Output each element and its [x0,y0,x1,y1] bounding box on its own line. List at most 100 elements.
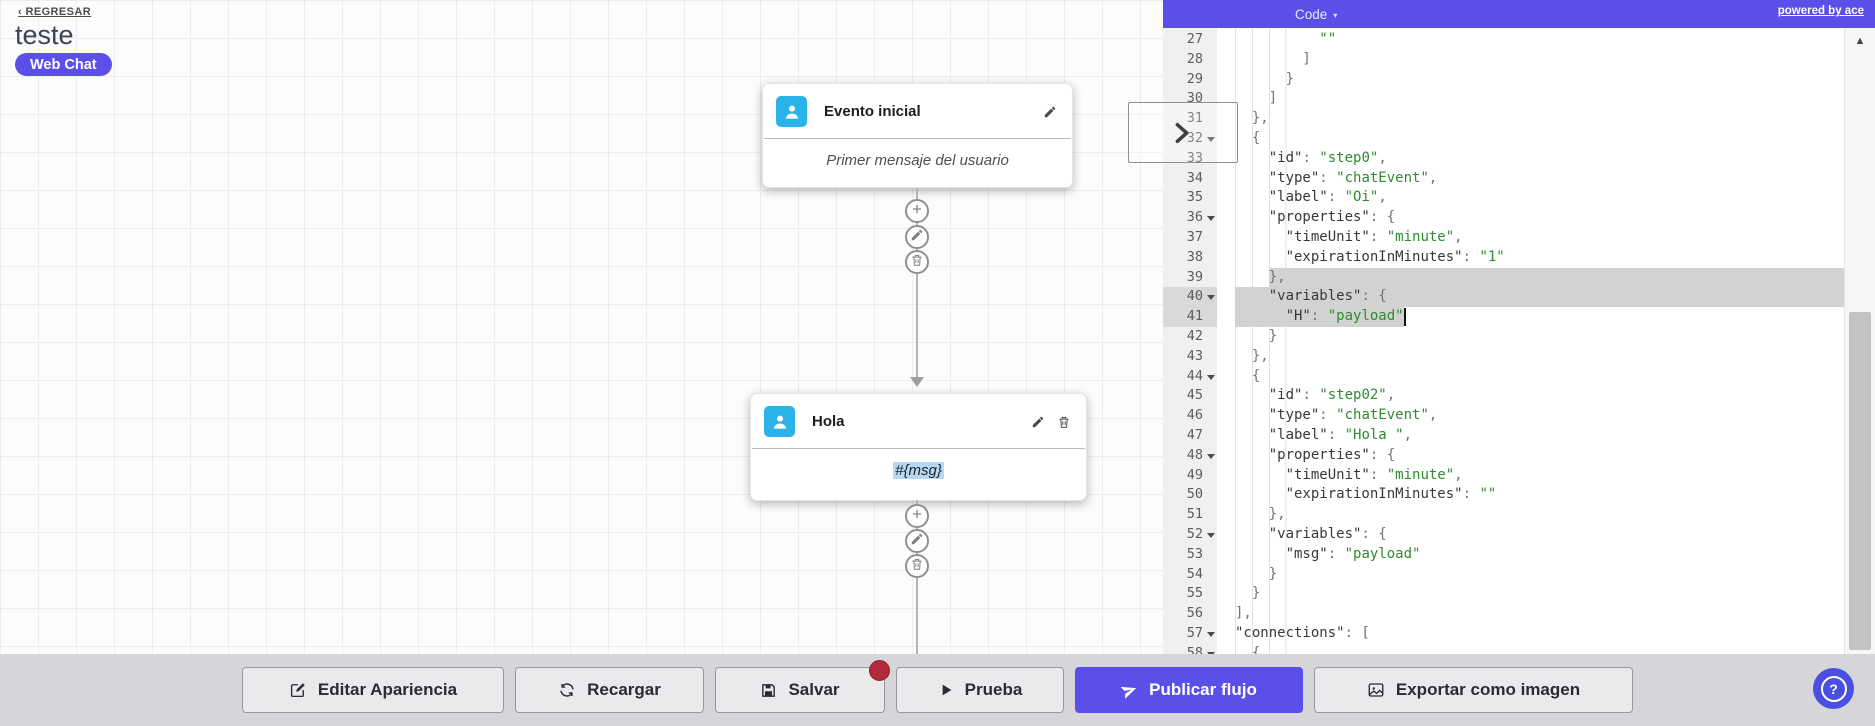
flow-node-hola[interactable]: Hola #{msg} [750,393,1087,501]
add-step-button[interactable] [905,199,929,223]
fold-caret-icon[interactable] [1207,216,1215,222]
scroll-up-icon[interactable]: ▲ [1854,35,1866,47]
code-cell[interactable]: "type": "chatEvent", [1268,169,1438,186]
gutter-cell[interactable]: 52 [1163,524,1217,545]
toolbar-button-salvar[interactable]: Salvar [715,660,890,713]
code-line-46: 46 "type": "chatEvent", [1163,406,1845,426]
code-cell[interactable]: }, [1235,347,1269,364]
delete-connection-button[interactable] [905,250,929,274]
editor-header: Code ▾ powered by ace [1163,0,1875,28]
gutter-cell[interactable]: 36 [1163,208,1217,228]
toolbar-button-exportar-como-imagen[interactable]: Exportar como imagen [1314,667,1633,713]
code-cell[interactable]: "id": "step02", [1268,387,1396,404]
toolbar-button-editar-apariencia[interactable]: Editar Apariencia [242,667,504,713]
flow-canvas[interactable]: ‹ REGRESAR teste Web Chat Evento inicial… [0,0,1163,654]
code-cell[interactable]: "connections": [ [1235,624,1370,641]
gutter-cell: 38 [1163,247,1217,268]
code-cell[interactable]: } [1235,327,1278,344]
edit-node-button[interactable] [1031,415,1045,429]
code-cell[interactable]: "variables": { [1268,525,1387,542]
code-cell[interactable]: ] [1235,90,1278,107]
gutter-cell[interactable]: 58 [1163,643,1217,654]
fold-caret-icon[interactable] [1207,631,1215,637]
node-title: Hola [812,413,845,430]
indent-guides [1235,28,1287,654]
code-cell[interactable]: "type": "chatEvent", [1268,407,1438,424]
gutter-cell[interactable]: 48 [1163,445,1217,466]
code-line-31: 31 }, [1163,109,1845,129]
code-cell[interactable]: ], [1235,605,1252,622]
gutter-cell[interactable]: 32 [1163,128,1217,149]
line-number: 57 [1186,624,1203,641]
plus-icon [910,507,924,526]
toolbar-button-publicar-flujo[interactable]: Publicar flujo [1075,667,1303,713]
edit-node-button[interactable] [1043,105,1057,119]
toolbar-button-recargar[interactable]: Recargar [515,667,704,713]
code-line-28: 28 ] [1163,49,1845,70]
code-cell[interactable]: "id": "step0", [1268,149,1387,166]
code-cell[interactable]: { [1235,644,1261,654]
code-cell[interactable]: } [1235,70,1295,87]
connector-arrowhead [910,377,924,387]
user-icon [764,406,795,437]
line-number: 35 [1186,189,1203,206]
code-cell[interactable]: "expirationInMinutes": "1" [1285,248,1505,265]
code-cell[interactable]: }, [1235,506,1286,523]
editor-scrollbar[interactable]: ▲ [1844,28,1875,654]
editor-rows[interactable]: 27 ""28 ]29 }30 ]31 },32 {33 "id": "step… [1163,30,1845,654]
back-link[interactable]: ‹ REGRESAR [18,6,92,18]
code-line-37: 37 "timeUnit": "minute", [1163,227,1845,248]
selection-highlight [1268,267,1845,288]
code-cell[interactable]: "msg": "payload" [1285,545,1421,562]
gutter-cell[interactable]: 44 [1163,366,1217,387]
line-number: 43 [1186,347,1203,364]
code-cell[interactable]: "properties": { [1268,446,1396,463]
line-number: 38 [1186,248,1203,265]
add-step-button[interactable] [905,504,929,528]
fold-caret-icon[interactable] [1207,532,1215,538]
fold-caret-icon[interactable] [1207,651,1215,654]
help-button[interactable]: ? [1813,668,1854,709]
gutter-cell: 43 [1163,346,1217,367]
code-cell[interactable]: "label": "Oi", [1268,189,1387,206]
toolbar-button-prueba[interactable]: Prueba [896,667,1064,713]
edit-connection-button[interactable] [905,529,929,553]
gutter-cell[interactable]: 57 [1163,623,1217,644]
code-cell[interactable]: ] [1235,50,1311,67]
code-cell[interactable]: "timeUnit": "minute", [1285,228,1463,245]
line-number: 33 [1186,149,1203,166]
code-line-40: 40 "variables": { [1163,287,1845,308]
code-cell[interactable]: }, [1235,110,1269,127]
flow-node-evento-inicial[interactable]: Evento inicial Primer mensaje del usuari… [762,83,1073,188]
fold-caret-icon[interactable] [1207,136,1215,142]
toolbar-button-label: Salvar [788,680,840,699]
code-cell[interactable]: { [1235,367,1261,384]
code-cell[interactable]: "expirationInMinutes": "" [1285,486,1497,503]
code-cell[interactable]: "label": "Hola ", [1268,426,1413,443]
fold-caret-icon[interactable] [1207,374,1215,380]
code-cell[interactable]: { [1235,129,1261,146]
delete-node-button[interactable] [1057,415,1071,429]
code-cell[interactable]: "H": "payload" [1217,307,1845,327]
delete-connection-button[interactable] [905,554,929,578]
code-mode-dropdown[interactable]: Code ▾ [1295,0,1337,28]
code-cell[interactable]: "timeUnit": "minute", [1285,466,1463,483]
code-cell[interactable]: } [1235,585,1261,602]
connector-line [916,188,918,380]
line-number: 48 [1186,446,1203,463]
code-line-32: 32 { [1163,128,1845,149]
line-number: 52 [1186,525,1203,542]
scrollbar-thumb[interactable] [1849,312,1871,650]
powered-by-ace-link[interactable]: powered by ace [1777,5,1864,17]
code-cell[interactable]: } [1235,565,1278,582]
code-cell[interactable]: }, [1217,267,1845,288]
code-cell[interactable]: "" [1319,31,1337,47]
edit-connection-button[interactable] [905,225,929,249]
fold-caret-icon[interactable] [1207,453,1215,459]
code-cell[interactable]: "properties": { [1268,209,1396,226]
code-cell[interactable]: "variables": { [1217,287,1845,308]
collapse-panel-button[interactable] [1128,102,1238,163]
gutter-cell[interactable]: 40 [1163,287,1217,308]
toolbar-button-label: Recargar [587,680,661,699]
fold-caret-icon[interactable] [1207,295,1215,301]
